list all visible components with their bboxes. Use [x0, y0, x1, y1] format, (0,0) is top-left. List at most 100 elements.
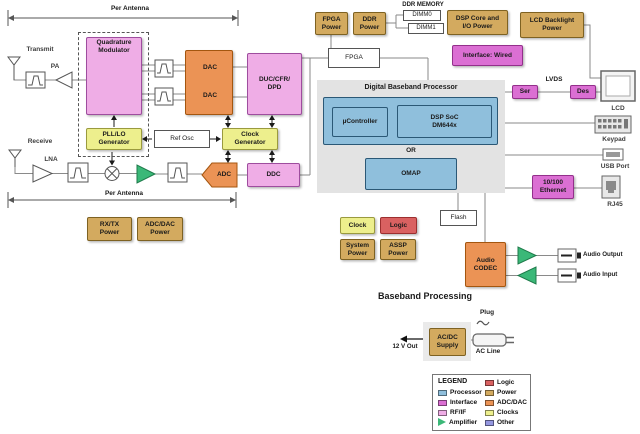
usb-port-icon: [602, 148, 624, 161]
tx-filter-icon: [25, 71, 46, 89]
legend-label: ADC/DAC: [497, 399, 527, 406]
legend-title: LEGEND: [438, 378, 468, 385]
ddr-power-block: DDR Power: [353, 12, 386, 35]
pa-amplifier-icon: [54, 71, 73, 89]
amplifier-swatch: [438, 418, 446, 426]
modulator-enclosure: [78, 32, 149, 157]
per-antenna-bottom-label: Per Antenna: [104, 190, 144, 197]
legend-label: Logic: [497, 379, 515, 386]
legend-label: Processor: [450, 389, 482, 396]
baseband-processor-title: Digital Baseband Processor: [364, 84, 458, 91]
ac-plug-icon: [472, 320, 514, 347]
pll-lo-generator-block: PLL/LO Generator: [86, 128, 142, 150]
system-power-block: System Power: [340, 239, 375, 260]
clocks-swatch: [485, 409, 494, 416]
legend-box: LEGEND Processor Interface RF/IF Amplifi…: [432, 374, 531, 431]
power-swatch: [485, 389, 494, 396]
per-antenna-top-label: Per Antenna: [110, 5, 150, 12]
legend-label: Amplifier: [449, 418, 478, 426]
duc-cfr-dpd-block: DUC/CFR/ DPD: [247, 53, 302, 115]
legend-item-logic: Logic: [485, 379, 514, 386]
legend-label: Other: [497, 419, 515, 426]
pa-label: PA: [50, 63, 60, 70]
ddr-memory-label: DDR MEMORY: [402, 2, 444, 8]
ucontroller-block: µController: [332, 107, 388, 137]
audio-input-jack-icon: [557, 268, 581, 283]
plug-label: Plug: [479, 309, 495, 316]
dsp-soc-block: DSP SoC DM644x: [397, 105, 492, 138]
audio-out-amplifier-icon: [517, 246, 538, 265]
rx-mixer-icon: [104, 166, 120, 181]
rx-filter1-icon: [67, 162, 89, 183]
tx-i-filter-icon: [154, 59, 174, 78]
or-label: OR: [406, 147, 416, 154]
keypad-label: Keypad: [602, 136, 626, 143]
audio-output-jack-icon: [557, 248, 581, 263]
adc-label: ADC: [216, 171, 232, 178]
ac-wave-icon: [476, 320, 490, 326]
legend-item-processor: Processor: [438, 389, 482, 396]
lna-label: LNA: [44, 156, 58, 163]
audio-input-label: Audio Input: [583, 271, 618, 278]
logic-swatch: [485, 379, 494, 386]
keypad-icon: [594, 115, 632, 134]
other-swatch: [485, 419, 494, 426]
ethernet-block: 10/100 Ethernet: [532, 175, 574, 199]
per-antenna-top-arrow: [7, 10, 239, 26]
receive-label: Receive: [27, 138, 53, 145]
adc-shape: [201, 162, 238, 188]
interface-wired-block: Interface: Wired: [452, 45, 523, 66]
lcd-monitor-icon: [600, 70, 636, 102]
legend-item-interface: Interface: [438, 399, 477, 406]
dimm0-block: DIMM0: [403, 10, 441, 21]
omap-block: OMAP: [365, 158, 457, 190]
acdc-supply-block: AC/DC Supply: [429, 328, 466, 356]
ddc-block: DDC: [247, 163, 300, 187]
legend-item-adcdac: ADC/DAC: [485, 399, 527, 406]
ac-line-label: AC Line: [475, 348, 501, 355]
legend-label: Clocks: [497, 409, 519, 416]
audio-in-amplifier-icon: [516, 266, 537, 285]
legend-label: RF/IF: [450, 409, 467, 416]
baseband-processing-label: Baseband Processing: [377, 291, 473, 301]
tx-q-filter-icon: [154, 87, 174, 106]
rj45-icon: [601, 175, 621, 199]
flash-block: Flash: [440, 210, 477, 226]
legend-item-other: Other: [485, 419, 514, 426]
clock-generator-block: Clock Generator: [222, 128, 278, 150]
receive-antenna-icon: [8, 149, 22, 167]
transmit-antenna-icon: [7, 56, 21, 80]
legend-item-amplifier: Amplifier: [438, 418, 477, 426]
audio-output-label: Audio Output: [583, 251, 623, 258]
interface-swatch: [438, 399, 447, 406]
fpga-block: FPGA: [328, 48, 380, 68]
lcd-backlight-power-block: LCD Backlight Power: [520, 12, 584, 38]
adcdac-swatch: [485, 399, 494, 406]
assp-power-block: ASSP Power: [380, 239, 416, 260]
dac2-label: DAC: [202, 92, 218, 99]
lvds-label: LVDS: [545, 76, 563, 83]
legend-item-power: Power: [485, 389, 517, 396]
dac-container-block: [185, 50, 233, 115]
rx-amplifier-icon: [136, 164, 157, 184]
per-antenna-bottom-arrow: [7, 192, 237, 208]
legend-label: Interface: [450, 399, 478, 406]
ref-osc-block: Ref Osc: [154, 130, 210, 148]
logic-block: Logic: [380, 217, 417, 234]
fpga-power-block: FPGA Power: [315, 12, 348, 35]
rj45-label: RJ45: [607, 201, 623, 208]
transmit-label: Transmit: [26, 46, 54, 53]
dimm1-block: DIMM1: [408, 23, 444, 34]
des-block: Des: [570, 85, 596, 99]
rxtx-power-block: RX/TX Power: [87, 217, 132, 241]
legend-item-rfif: RF/IF: [438, 409, 466, 416]
rx-filter2-icon: [167, 162, 188, 183]
lcd-label: LCD: [611, 105, 625, 112]
rfif-swatch: [438, 409, 447, 416]
lna-amplifier-icon: [32, 164, 54, 183]
12v-out-label: 12 V Out: [392, 343, 418, 350]
ser-block: Ser: [512, 85, 538, 99]
audio-codec-block: Audio CODEC: [465, 242, 506, 287]
